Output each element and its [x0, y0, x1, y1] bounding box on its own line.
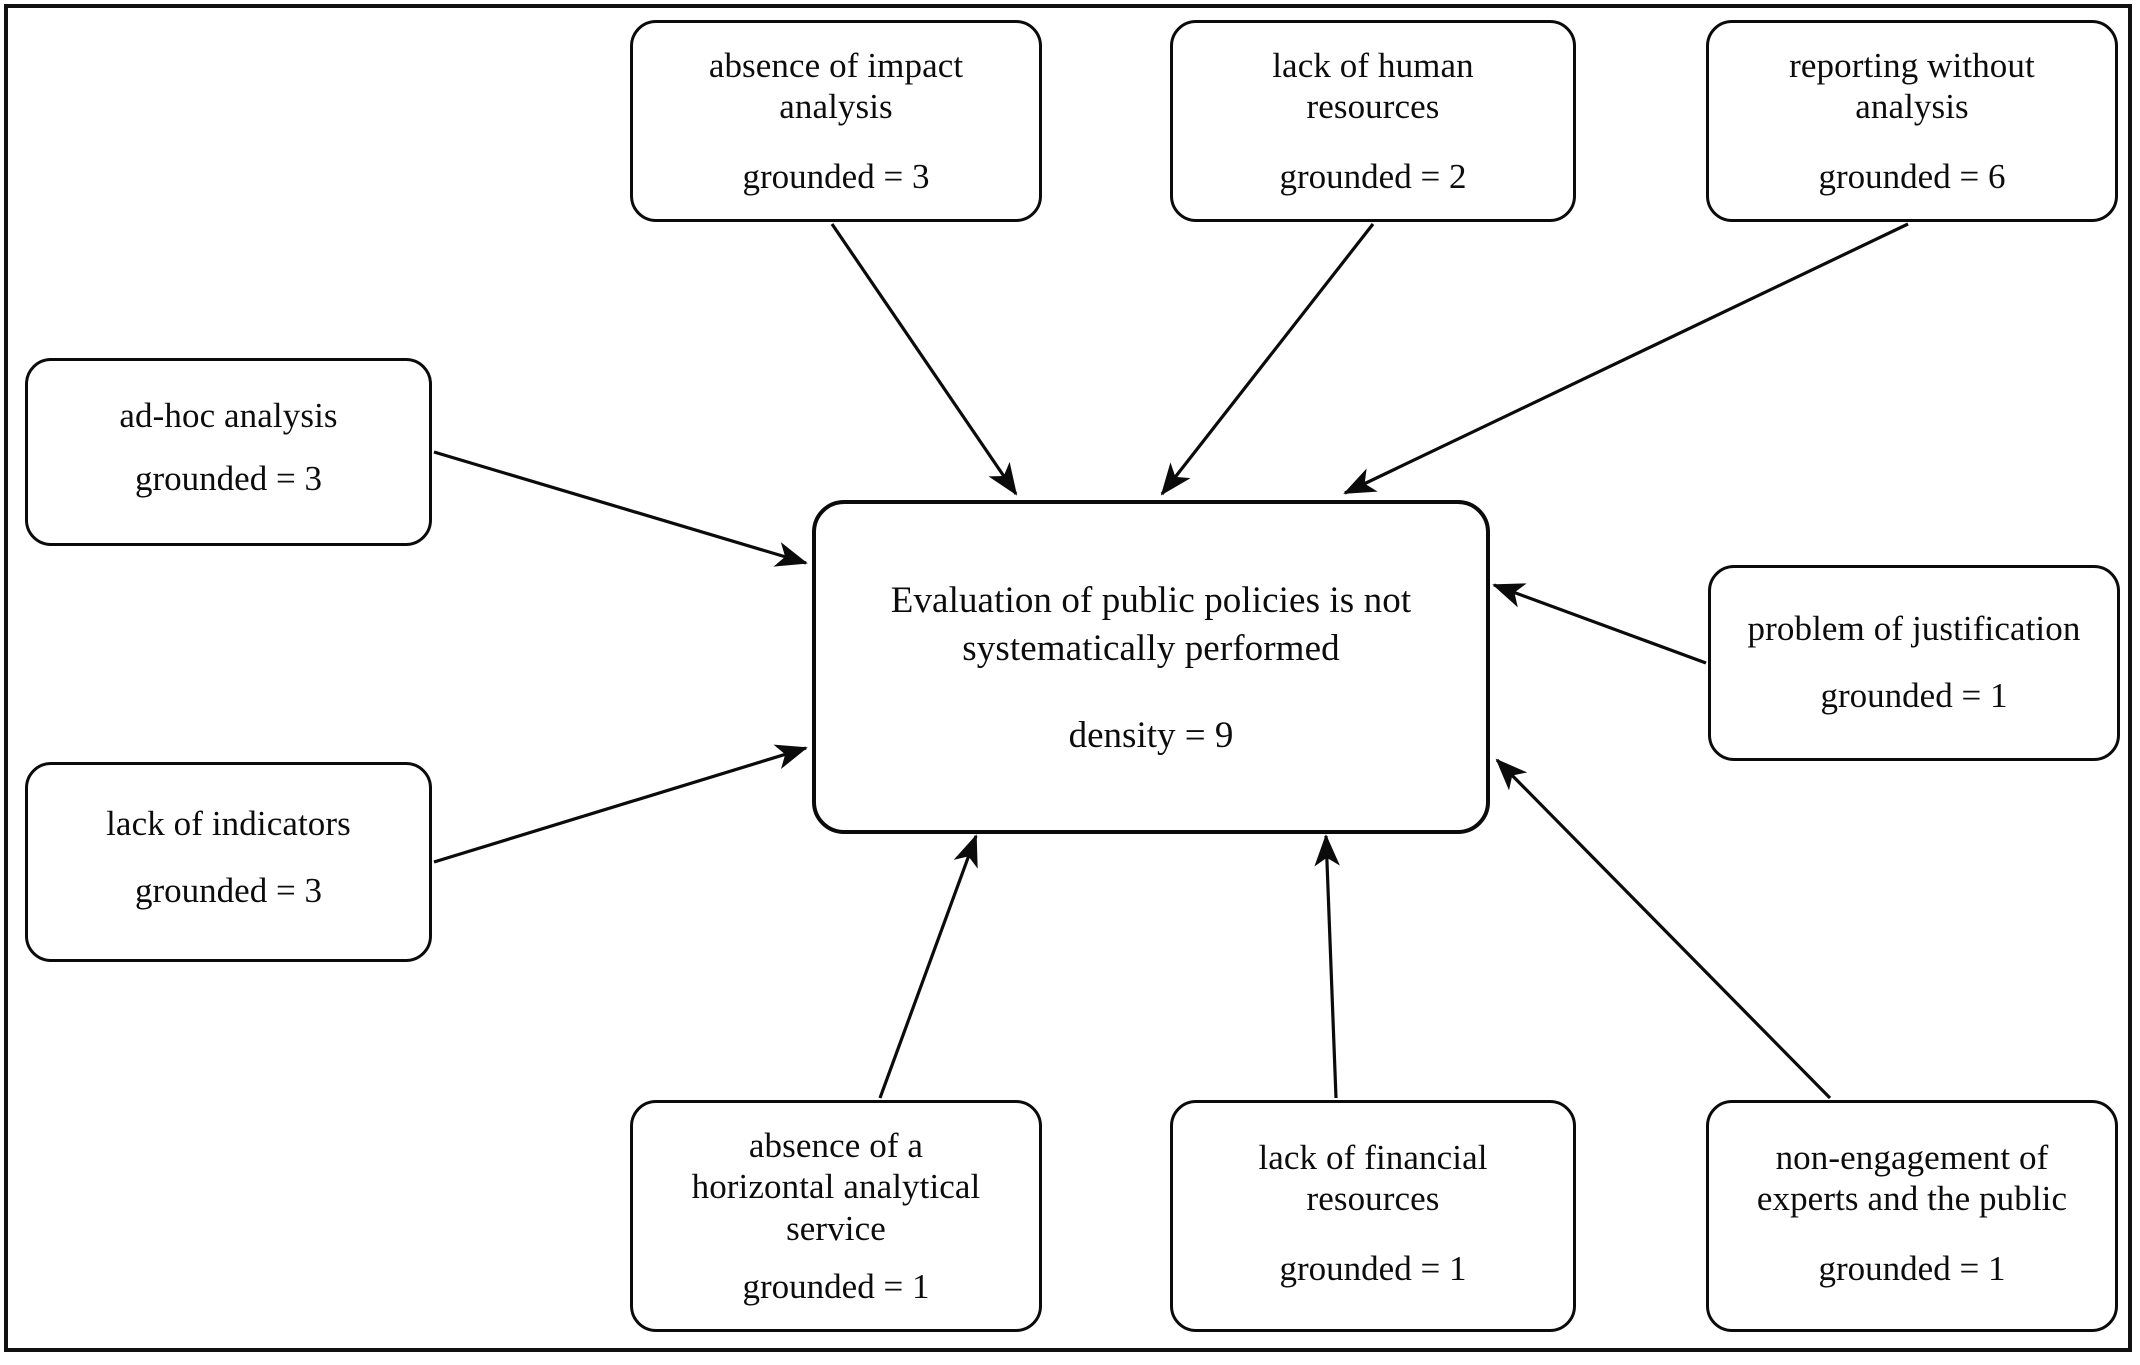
node-grounded-metric: grounded = 6 [1818, 156, 2006, 196]
node-ad-hoc-analysis[interactable]: ad-hoc analysis grounded = 3 [25, 358, 432, 546]
node-label: lack of financial resources [1258, 1138, 1488, 1219]
node-label: problem of justification [1747, 609, 2081, 648]
node-grounded-metric: grounded = 3 [742, 156, 930, 196]
node-problem-of-justification[interactable]: problem of justification grounded = 1 [1708, 565, 2120, 761]
node-grounded-metric: grounded = 1 [742, 1266, 930, 1306]
node-label: lack of indicators [106, 804, 351, 843]
node-absence-of-a-horizontal-analytical-service[interactable]: absence of a horizontal analytical servi… [630, 1100, 1042, 1332]
node-lack-of-indicators[interactable]: lack of indicators grounded = 3 [25, 762, 432, 962]
node-non-engagement-of-experts-and-the-public[interactable]: non-engagement of experts and the public… [1706, 1100, 2118, 1332]
node-grounded-metric: grounded = 1 [1279, 1248, 1467, 1288]
node-grounded-metric: grounded = 2 [1279, 156, 1467, 196]
center-node-density-metric: density = 9 [1068, 714, 1234, 756]
node-label: non-engagement of experts and the public [1756, 1138, 2068, 1219]
node-label: absence of a horizontal analytical servi… [691, 1126, 981, 1248]
node-grounded-metric: grounded = 1 [1820, 675, 2008, 715]
node-center-evaluation-of-public-policies[interactable]: Evaluation of public policies is not sys… [812, 500, 1490, 834]
node-label: reporting without analysis [1789, 46, 2035, 127]
node-grounded-metric: grounded = 3 [135, 458, 322, 498]
node-reporting-without-analysis[interactable]: reporting without analysis grounded = 6 [1706, 20, 2118, 222]
node-grounded-metric: grounded = 1 [1818, 1248, 2006, 1288]
node-grounded-metric: grounded = 3 [135, 870, 322, 910]
node-absence-of-impact-analysis[interactable]: absence of impact analysis grounded = 3 [630, 20, 1042, 222]
node-lack-of-financial-resources[interactable]: lack of financial resources grounded = 1 [1170, 1100, 1576, 1332]
diagram-frame-border [4, 4, 2132, 1352]
node-lack-of-human-resources[interactable]: lack of human resources grounded = 2 [1170, 20, 1576, 222]
node-label: ad-hoc analysis [119, 396, 338, 435]
node-label: absence of impact analysis [708, 46, 964, 127]
node-label: lack of human resources [1272, 46, 1474, 127]
center-node-label: Evaluation of public policies is not sys… [890, 579, 1412, 669]
